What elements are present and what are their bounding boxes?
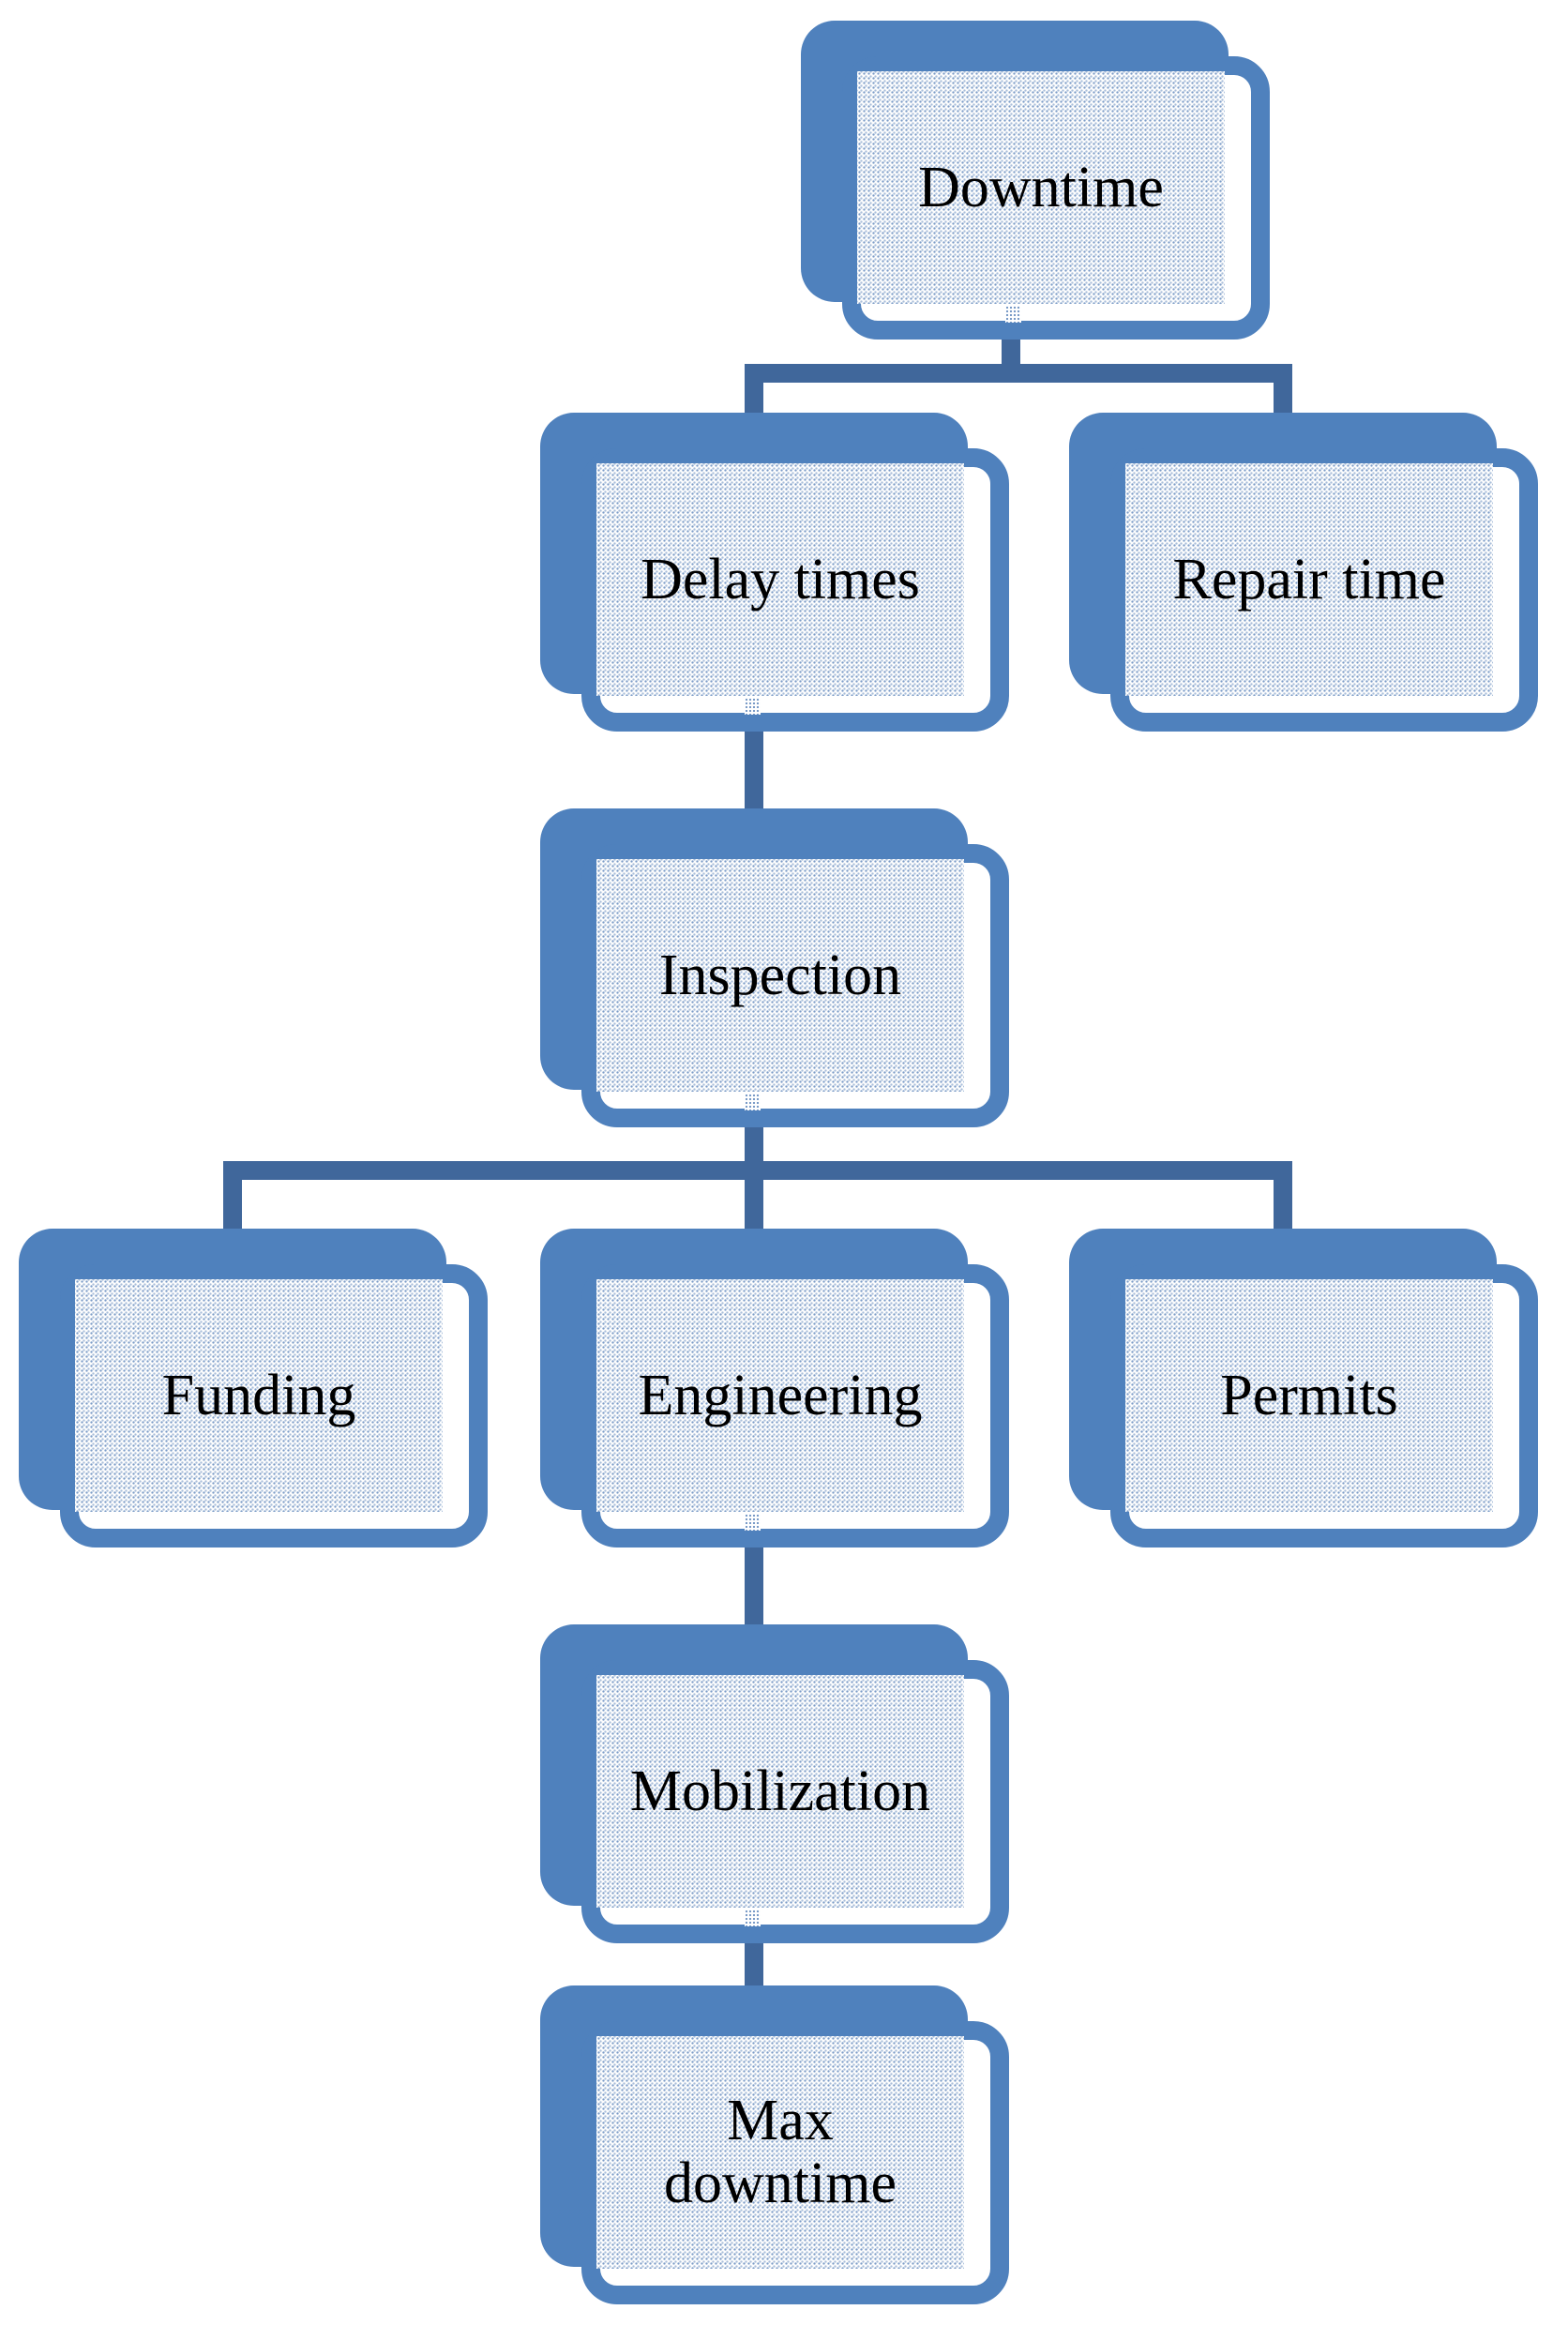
connector-level1-bar [745,364,1292,383]
node-permits-label: Permits [1220,1363,1398,1427]
node-permits: Permits [1069,1229,1538,1547]
node-repair-time: Repair time [1069,413,1538,732]
node-inspection: Inspection [540,808,1009,1127]
node-downtime: Downtime [801,21,1270,340]
node-engineering-label: Engineering [638,1363,923,1427]
node-funding-panel: Funding [75,1279,443,1512]
node-delay-times: Delay times [540,413,1009,732]
node-downtime-dotted-stub [1005,306,1021,323]
connector-drop-delay-times [745,364,763,416]
connector-drop-funding [223,1161,242,1232]
node-delay-times-panel: Delay times [596,463,964,696]
connector-level3-bar [223,1161,1292,1180]
node-delay-times-label: Delay times [641,547,920,611]
node-funding-label: Funding [161,1363,356,1427]
connector-downtime-stem [1002,340,1020,371]
connector-inspection-stem [745,1127,763,1234]
node-downtime-label: Downtime [918,155,1164,219]
node-funding: Funding [19,1229,488,1547]
node-engineering-panel: Engineering [596,1279,964,1512]
connector-mobilization-to-max-downtime [745,1943,763,1989]
node-repair-time-label: Repair time [1172,547,1446,611]
node-mobilization-label: Mobilization [629,1759,931,1823]
node-inspection-dotted-stub [745,1094,761,1110]
connector-engineering-to-mobilization [745,1547,763,1628]
node-mobilization: Mobilization [540,1624,1009,1943]
node-delay-times-dotted-stub [745,698,761,715]
node-inspection-panel: Inspection [596,859,964,1092]
connector-delay-to-inspection [745,732,763,812]
node-repair-time-panel: Repair time [1125,463,1493,696]
node-mobilization-dotted-stub [745,1910,761,1926]
node-engineering: Engineering [540,1229,1009,1547]
node-permits-panel: Permits [1125,1279,1493,1512]
node-max-downtime: Max downtime [540,1985,1009,2304]
node-max-downtime-panel: Max downtime [596,2036,964,2269]
connector-drop-permits [1274,1161,1292,1232]
node-inspection-label: Inspection [658,943,902,1007]
connector-drop-repair-time [1274,364,1292,416]
node-downtime-panel: Downtime [857,71,1225,304]
node-mobilization-panel: Mobilization [596,1675,964,1908]
node-max-downtime-label: Max downtime [664,2089,897,2215]
node-engineering-dotted-stub [745,1514,761,1531]
